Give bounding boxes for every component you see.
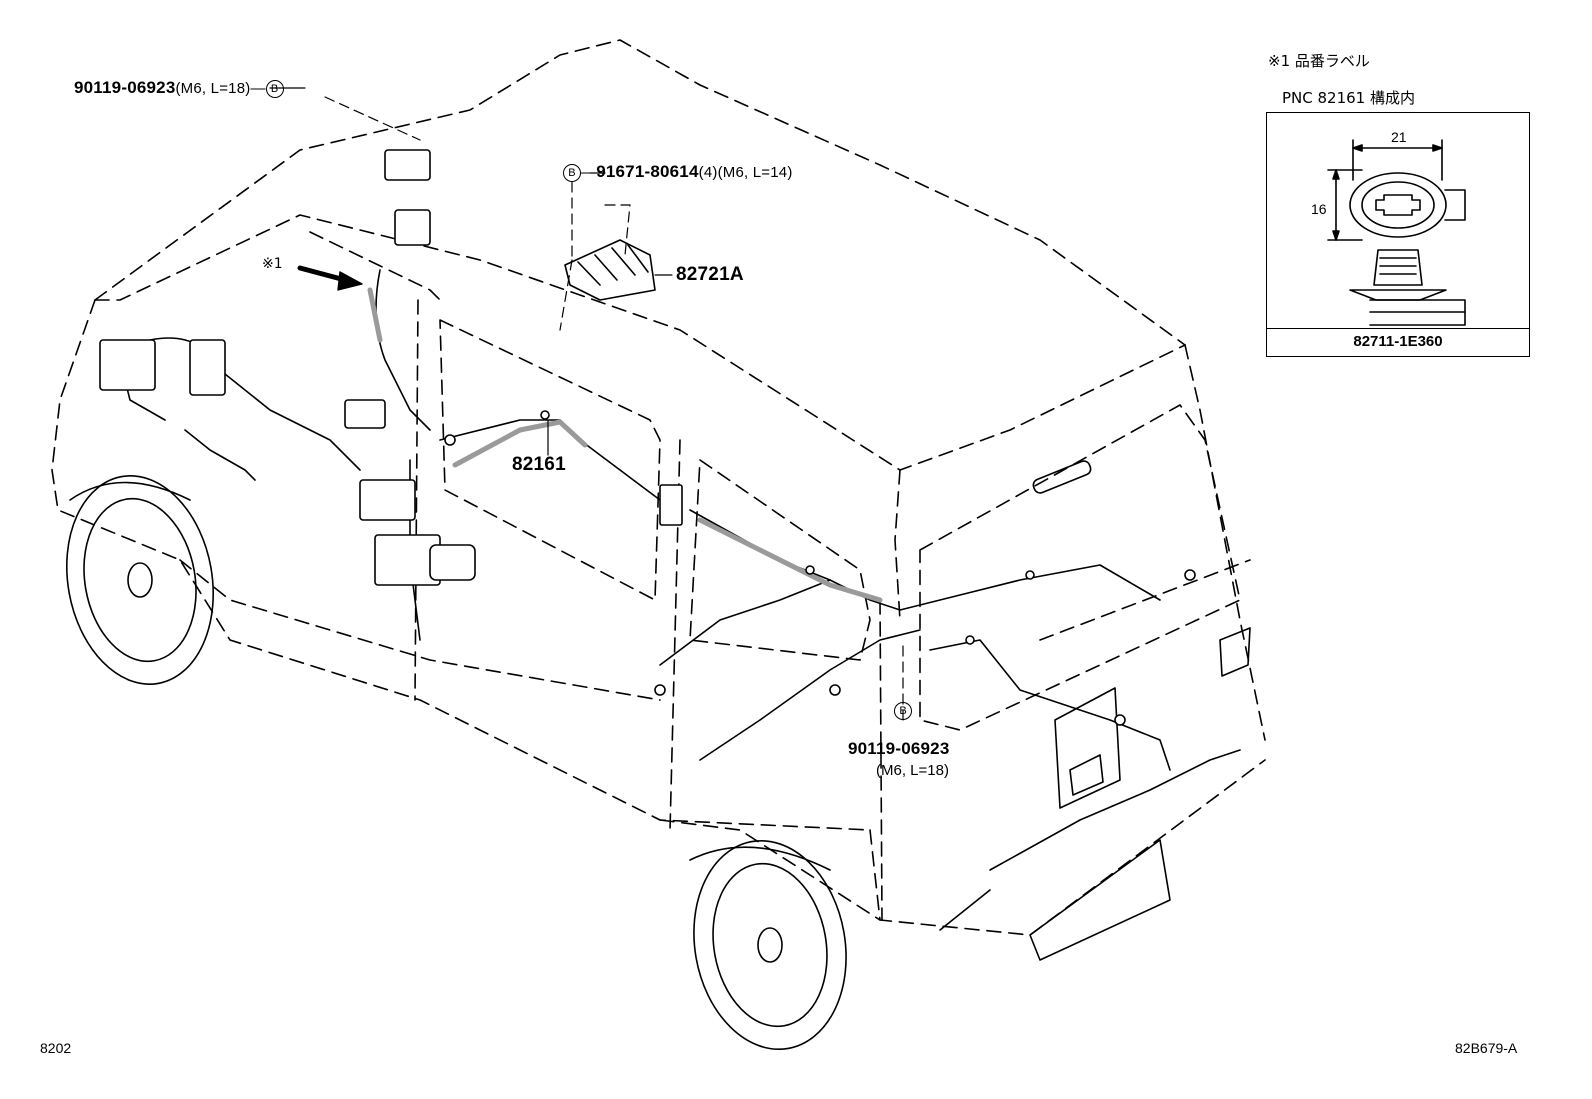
callout-bolt-rear-spec: (M6, L=18) bbox=[876, 762, 949, 779]
callout-bolt-roof-part: 91671-80614 bbox=[596, 162, 699, 181]
rear-wheel bbox=[689, 839, 847, 1051]
callout-bolt-rear-part: 90119-06923 bbox=[848, 739, 950, 758]
legend-part-number: 82711-1E360 bbox=[1267, 328, 1529, 356]
harness-runs bbox=[119, 269, 1241, 931]
legend-dim-height: 16 bbox=[1311, 201, 1327, 217]
footer-right-code: 82B679-A bbox=[1455, 1040, 1518, 1056]
callout-bolt-front-dash: — bbox=[250, 80, 266, 97]
legend-dim-width: 21 bbox=[1391, 129, 1407, 145]
front-wheel bbox=[65, 475, 215, 685]
legend-box: 21 16 82711-1E360 bbox=[1266, 112, 1530, 357]
callout-bolt-roof: B—91671-80614(4)(M6, L=14) bbox=[563, 162, 793, 182]
callout-bolt-rear-ref-circle: B bbox=[894, 702, 912, 720]
callout-bolt-roof-qty: (4) bbox=[698, 164, 718, 181]
callout-harness: 82161 bbox=[512, 454, 566, 475]
label-marker: ※1 bbox=[262, 256, 283, 272]
callout-bolt-front-spec: (M6, L=18) bbox=[175, 80, 251, 97]
harness-cover-82721A bbox=[564, 239, 656, 301]
connectors bbox=[99, 149, 1196, 726]
callout-cover: 82721A bbox=[676, 264, 744, 285]
callout-bolt-roof-dash: — bbox=[581, 164, 597, 181]
rear-details bbox=[1029, 460, 1251, 961]
callout-bolt-rear-ref: B bbox=[894, 702, 912, 720]
footer-left-code: 8202 bbox=[40, 1040, 72, 1056]
legend-title: ※1 品番ラベル bbox=[1268, 52, 1370, 70]
label-arrow bbox=[297, 265, 363, 291]
clip-illustration bbox=[1327, 139, 1466, 326]
callout-bolt-front-part: 90119-06923 bbox=[74, 78, 176, 97]
callout-bolt-front: 90119-06923(M6, L=18)—B bbox=[74, 78, 284, 98]
legend-subtitle: PNC 82161 構成内 bbox=[1282, 89, 1415, 107]
harness-sleeves bbox=[367, 287, 883, 603]
callout-bolt-roof-spec: (M6, L=14) bbox=[717, 164, 793, 181]
body-outline bbox=[51, 39, 1266, 936]
callout-bolt-front-ref: B bbox=[265, 79, 284, 98]
callout-bolt-roof-ref: B bbox=[563, 163, 581, 182]
leader-lines bbox=[269, 87, 904, 721]
